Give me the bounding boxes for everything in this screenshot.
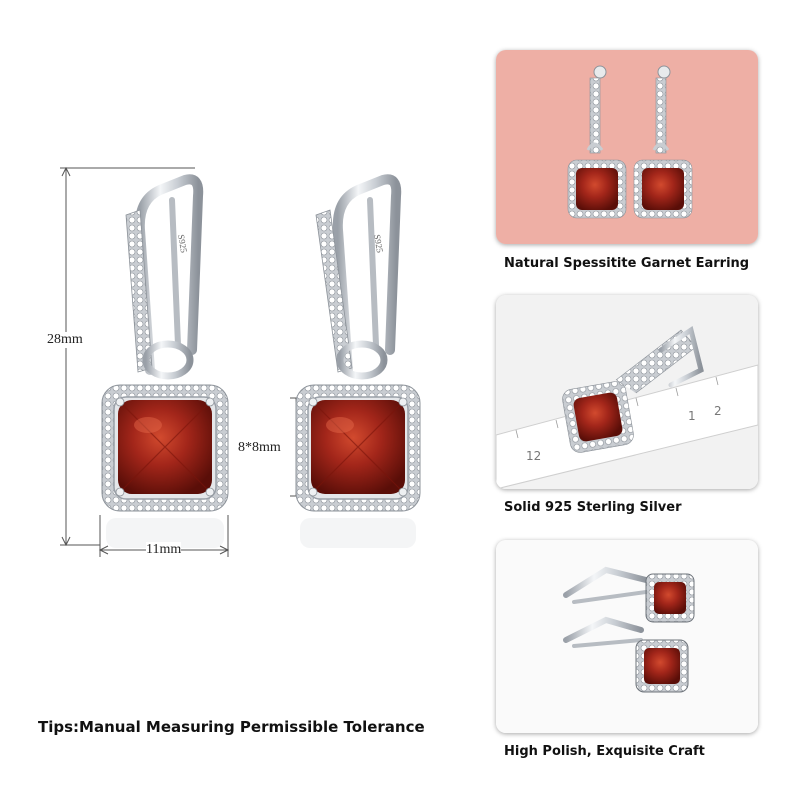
earrings-on-pink-photo xyxy=(496,50,758,244)
photo-panel-ruler: 12 1 2 xyxy=(496,295,758,489)
main-earring-figure: S925 S925 28mm 8*8mm 11mm xyxy=(47,166,421,558)
stamp-right: S925 xyxy=(372,234,385,254)
photo-panel-pink xyxy=(496,50,758,244)
panel-3-caption: High Polish, Exquisite Craft xyxy=(504,744,705,759)
stamp-left: S925 xyxy=(176,234,189,254)
earring-pair-illustration: S925 S925 xyxy=(60,166,421,557)
earring-on-ruler-photo: 12 1 2 xyxy=(496,295,758,489)
right-earring: S925 xyxy=(295,174,421,548)
panel-1-caption: Natural Spessitite Garnet Earring xyxy=(504,256,750,271)
left-earring: S925 xyxy=(101,174,229,548)
ruler-number-2: 2 xyxy=(714,404,722,418)
polished-earrings-photo xyxy=(496,540,758,733)
ruler-number-12: 12 xyxy=(526,449,541,463)
stone-size-label: 8*8mm xyxy=(238,440,281,456)
panel-2-caption: Solid 925 Sterling Silver xyxy=(504,500,682,515)
photo-panel-polish xyxy=(496,540,758,733)
width-dimension-label: 11mm xyxy=(146,542,182,558)
ruler-number-1: 1 xyxy=(688,409,696,423)
tolerance-tip: Tips:Manual Measuring Permissible Tolera… xyxy=(38,718,425,736)
height-dimension-label: 28mm xyxy=(47,332,83,348)
